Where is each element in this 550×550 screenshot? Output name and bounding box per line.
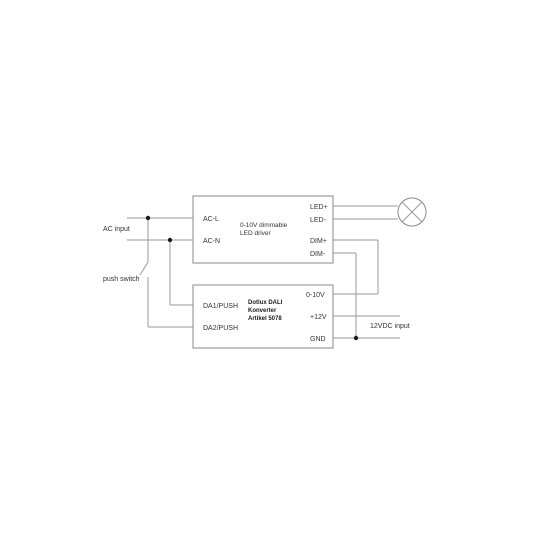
pin-gnd: GND (310, 336, 326, 343)
pin-0-10v: 0-10V (306, 292, 325, 299)
junction-gnd (353, 335, 359, 341)
wires (127, 205, 400, 339)
pin-ac-n: AC-N (203, 238, 220, 245)
dali-title-1: Dotlux DALI (248, 300, 283, 306)
pin-led-plus: LED+ (310, 204, 328, 211)
led-driver-box: AC-L AC-N 0-10V dimmable LED driver LED+… (192, 195, 334, 264)
pin-da2: DA2/PUSH (203, 325, 238, 332)
dc-input-label: 12VDC input (370, 323, 410, 330)
junction-ac-l (145, 215, 151, 221)
pin-ac-l: AC-L (203, 216, 219, 223)
pin-dim-minus: DIM- (310, 251, 326, 258)
switch-icon (139, 261, 149, 276)
pin-12v: +12V (310, 314, 327, 321)
pin-led-minus: LED- (310, 217, 327, 224)
pin-dim-plus: DIM+ (310, 238, 327, 245)
ac-input-label: AC input (103, 226, 130, 233)
dali-title-3: Artikel 5078 (248, 316, 282, 322)
led-driver-title-1: 0-10V dimmable (240, 222, 288, 229)
led-driver-title-2: LED driver (240, 230, 272, 237)
lamp-icon (397, 197, 427, 227)
dali-title-2: Konverter (248, 308, 277, 314)
push-switch-label: push switch (103, 276, 140, 283)
pin-da1: DA1/PUSH (203, 303, 238, 310)
junction-ac-n (167, 237, 173, 243)
dali-converter-box: DA1/PUSH DA2/PUSH Dotlux DALI Konverter … (192, 284, 334, 349)
